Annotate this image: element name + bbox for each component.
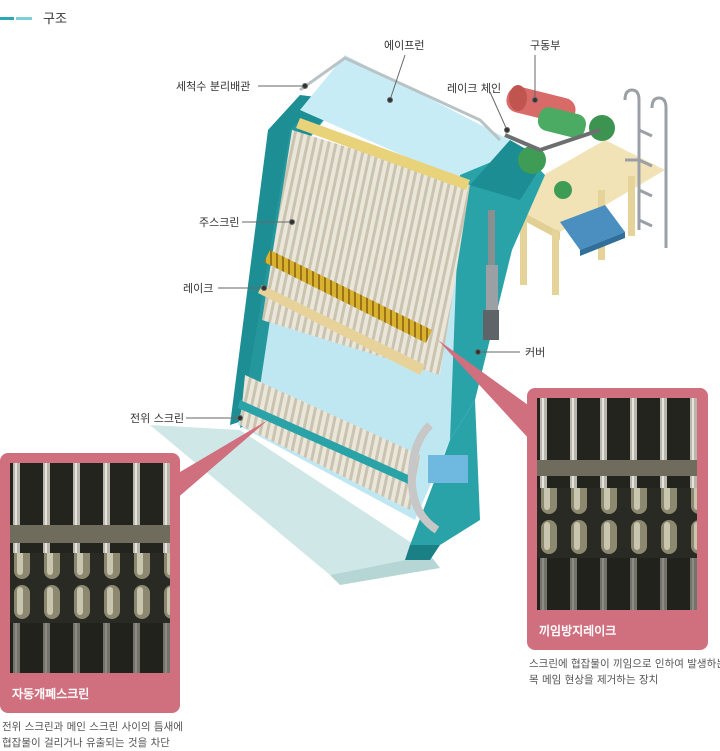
callout-right-title: 끼임방지레이크 — [539, 624, 617, 638]
label-front-screen: 전위 스크린 — [130, 412, 184, 425]
callout-pointer-right — [438, 340, 530, 440]
drive-unit — [504, 85, 615, 199]
callout-right-description: 스크린에 협잡물이 끼임으로 인하여 발생하는 목 메임 현상을 제거하는 장치 — [529, 656, 720, 688]
anti-jam-rake-photo — [537, 398, 697, 610]
label-cover: 커버 — [525, 346, 545, 359]
section-title: 구조 — [43, 12, 67, 27]
label-drive: 구동부 — [530, 39, 560, 52]
auto-open-screen-photo — [10, 463, 170, 673]
callout-pointer-left — [175, 420, 268, 500]
front-screen — [238, 375, 420, 510]
leader-lines — [186, 54, 538, 421]
callout-left-desc-line: 협잡물이 걸리거나 유출되는 것을 차단 — [2, 737, 170, 749]
callout-auto-open-screen: 자동개폐스크린 — [0, 453, 180, 713]
label-rake: 레이크 — [183, 282, 213, 295]
upper-rake — [296, 118, 470, 190]
callout-anti-jam-rake: 끼임방지레이크 — [527, 388, 708, 650]
label-spray-pipe: 세척수 분리배관 — [176, 80, 250, 93]
lower-chain-box — [407, 422, 468, 534]
callout-left-description: 전위 스크린과 메인 스크린 사이의 틈새에 협잡물이 걸리거나 유출되는 것을… — [2, 719, 183, 751]
apron-pipe — [299, 56, 502, 142]
cover-cylinder — [483, 210, 499, 340]
label-main-screen: 주스크린 — [199, 216, 239, 229]
callout-right-desc-line: 목 메임 현상을 제거하는 장치 — [529, 674, 659, 686]
header-accent-bar-light — [16, 17, 32, 20]
callout-left-title: 자동개폐스크린 — [12, 687, 90, 701]
label-rake-chain: 레이크 체인 — [447, 82, 501, 95]
gold-rake — [264, 250, 432, 343]
base-slab — [150, 425, 440, 585]
ladder — [623, 88, 668, 248]
drive-platform — [500, 140, 665, 295]
header-accent-bar — [0, 17, 14, 20]
label-apron: 에이프런 — [384, 39, 424, 52]
callout-right-desc-line: 스크린에 협잡물이 끼임으로 인하여 발생하는 — [529, 658, 720, 670]
callout-left-desc-line: 전위 스크린과 메인 스크린 사이의 틈새에 — [2, 721, 183, 733]
second-rake — [258, 285, 425, 375]
